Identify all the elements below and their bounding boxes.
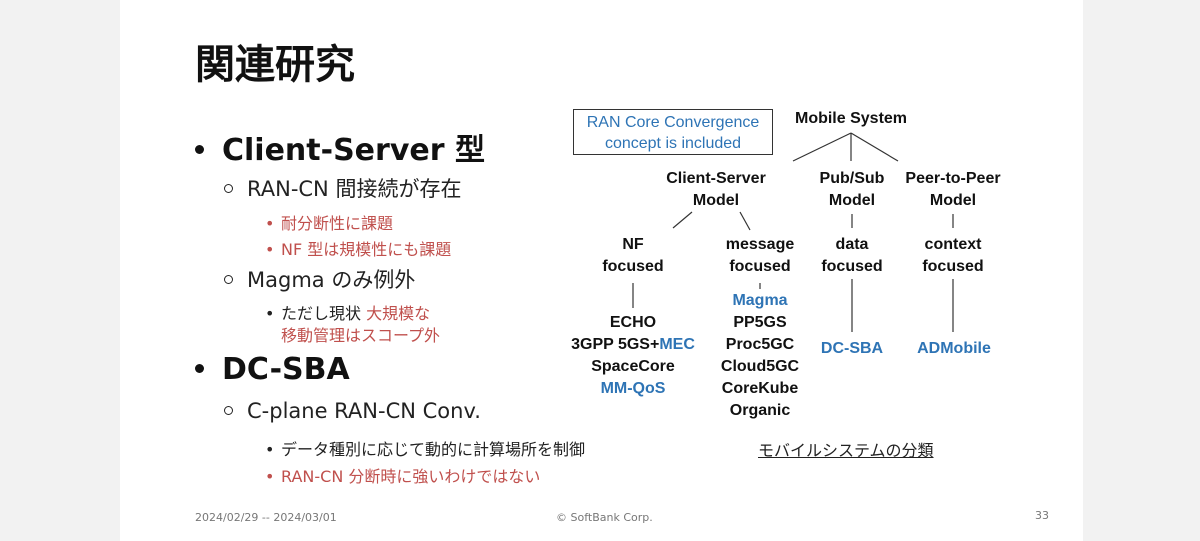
node-nf-focused: NF focused <box>590 234 676 278</box>
node-p2p-line1: Peer-to-Peer <box>905 170 1001 187</box>
item-3gpp: 3GPP 5GS+ <box>571 336 660 353</box>
box-line-1: RAN Core Convergence <box>586 114 760 131</box>
bullet-scale-issue: •NF 型は規模性にも課題 <box>265 240 452 259</box>
message-examples-list: Magma PP5GS Proc5GC Cloud5GC CoreKube Or… <box>705 290 815 422</box>
node-data-focused: data focused <box>810 234 894 278</box>
list-item: SpaceCore <box>591 358 675 375</box>
node-msg-line2: focused <box>729 258 791 275</box>
bullet-ran-cn-text: RAN-CN 間接続が存在 <box>247 177 462 201</box>
bullet-not-robust-text: RAN-CN 分断時に強いわけではない <box>281 467 541 486</box>
list-item: PP5GS <box>733 314 787 331</box>
node-pub-sub-model: Pub/Sub Model <box>808 168 896 212</box>
bullet-dot <box>195 364 204 373</box>
bullet-client-server-text: Client-Server 型 <box>222 133 485 168</box>
item-admobile: ADMobile <box>917 340 991 357</box>
box-line-2: concept is included <box>604 135 742 152</box>
node-ctx-line2: focused <box>922 258 984 275</box>
bullet-client-server: Client-Server 型 <box>195 125 485 169</box>
bullet-circle <box>224 405 233 415</box>
list-item: CoreKube <box>721 380 799 397</box>
bullet-magma-note-c: 移動管理はスコープ外 <box>281 326 441 345</box>
node-cs-line1: Client-Server <box>666 170 766 187</box>
nf-examples-list: ECHO 3GPP 5GS+MEC SpaceCore MM-QoS <box>550 312 716 400</box>
list-item: ECHO <box>609 314 657 331</box>
node-cs-line2: Model <box>692 192 740 209</box>
bullet-dc-sba-text: DC-SBA <box>222 352 350 387</box>
bullet-not-robust: •RAN-CN 分断時に強いわけではない <box>265 467 541 486</box>
list-item: Proc5GC <box>725 336 795 353</box>
list-item: Organic <box>729 402 791 419</box>
list-item: MM-QoS <box>600 380 666 397</box>
node-data-line2: focused <box>821 258 883 275</box>
ran-core-convergence-box: RAN Core Convergence concept is included <box>573 109 773 155</box>
bullet-dynamic-text: データ種別に応じて動的に計算場所を制御 <box>281 440 586 459</box>
node-p2p-line2: Model <box>929 192 977 209</box>
slide-title: 関連研究 <box>195 42 355 88</box>
list-item: 3GPP 5GS+MEC <box>550 334 716 356</box>
taxonomy-connectors <box>632 132 954 332</box>
list-item: Cloud5GC <box>720 358 800 375</box>
node-ctx-line1: context <box>924 236 982 253</box>
bullet-magma-note: •ただし現状 大規模な <box>265 304 431 323</box>
node-ps-line1: Pub/Sub <box>819 170 885 187</box>
bullet-partition-text: 耐分断性に課題 <box>281 214 394 233</box>
node-client-server-model: Client-Server Model <box>660 168 772 212</box>
bullet-circle <box>224 274 233 284</box>
bullet-circle <box>224 183 233 193</box>
node-context-focused: context focused <box>908 234 998 278</box>
node-data-line1: data <box>835 236 869 253</box>
node-msg-line1: message <box>725 236 795 253</box>
node-ps-line2: Model <box>828 192 876 209</box>
bullet-magma-note-b: 大規模な <box>366 304 431 323</box>
node-peer-to-peer-model: Peer-to-Peer Model <box>895 168 1011 212</box>
bullet-dc-sba: DC-SBA <box>195 352 350 387</box>
bullet-ran-cn: RAN-CN 間接続が存在 <box>224 173 461 203</box>
slide: 関連研究 Client-Server 型 RAN-CN 間接続が存在 •耐分断性… <box>120 0 1083 541</box>
bullet-dot <box>195 145 204 154</box>
node-mobile-system: Mobile System <box>794 110 908 127</box>
bullet-cplane-text: C-plane RAN-CN Conv. <box>247 399 481 423</box>
bullet-magma-note-a: ただし現状 <box>281 304 362 323</box>
item-dc-sba: DC-SBA <box>820 340 884 357</box>
item-mec: MEC <box>659 336 695 353</box>
bullet-dynamic-control: •データ種別に応じて動的に計算場所を制御 <box>265 440 586 459</box>
bullet-magma: Magma のみ例外 <box>224 264 415 294</box>
node-nf-line1: NF <box>622 236 644 253</box>
page-number: 33 <box>1035 509 1049 522</box>
bullet-cplane: C-plane RAN-CN Conv. <box>224 399 481 423</box>
bullet-scale-text: NF 型は規模性にも課題 <box>281 240 452 259</box>
bullet-partition-issue: •耐分断性に課題 <box>265 214 394 233</box>
footer-date: 2024/02/29 -- 2024/03/01 <box>195 511 337 524</box>
node-message-focused: message focused <box>712 234 808 278</box>
diagram-caption: モバイルシステムの分類 <box>758 441 934 460</box>
bullet-magma-text: Magma のみ例外 <box>247 268 416 292</box>
list-item: Magma <box>732 292 788 309</box>
node-nf-line2: focused <box>602 258 664 275</box>
footer-copyright: © SoftBank Corp. <box>556 511 653 524</box>
